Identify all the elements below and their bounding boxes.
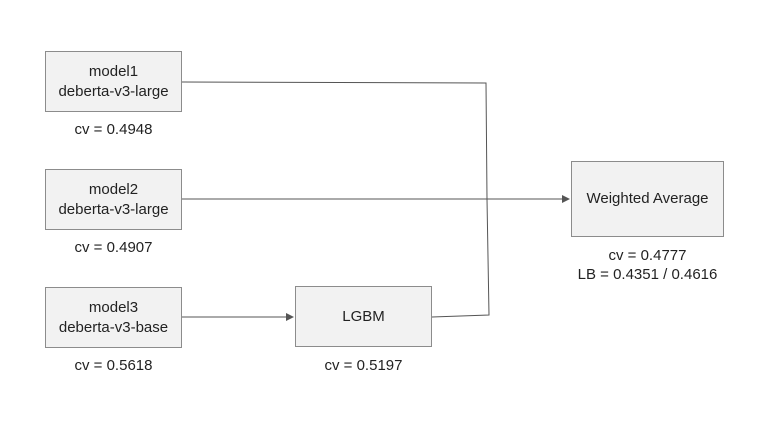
node-weighted-average-cv: cv = 0.4777 — [608, 247, 687, 264]
node-model1-backbone: deberta-v3-large — [58, 82, 169, 100]
node-model2: model2 deberta-v3-large — [45, 169, 182, 230]
node-weighted-average-lb: LB = 0.4351 / 0.4616 — [577, 266, 718, 283]
node-lgbm-label: LGBM — [342, 307, 385, 325]
node-model3: model3 deberta-v3-base — [45, 287, 182, 348]
node-model2-cv: cv = 0.4907 — [74, 239, 153, 256]
node-weighted-average-label: Weighted Average — [586, 190, 709, 207]
node-model1-cv: cv = 0.4948 — [74, 121, 153, 138]
node-model3-backbone: deberta-v3-base — [58, 318, 169, 336]
node-model1-name: model1 — [88, 62, 139, 80]
node-lgbm-cv: cv = 0.5197 — [324, 357, 403, 374]
node-lgbm: LGBM — [295, 286, 432, 347]
edge-lgbm-to-weighted-average — [431, 198, 490, 318]
node-model2-backbone: deberta-v3-large — [58, 200, 169, 218]
node-model1: model1 deberta-v3-large — [45, 51, 182, 112]
node-model3-name: model3 — [88, 298, 139, 316]
node-weighted-average: Weighted Average — [571, 161, 724, 237]
node-model2-name: model2 — [88, 180, 139, 198]
edge-model1-to-weighted-average — [181, 81, 488, 200]
node-model3-cv: cv = 0.5618 — [74, 357, 153, 374]
